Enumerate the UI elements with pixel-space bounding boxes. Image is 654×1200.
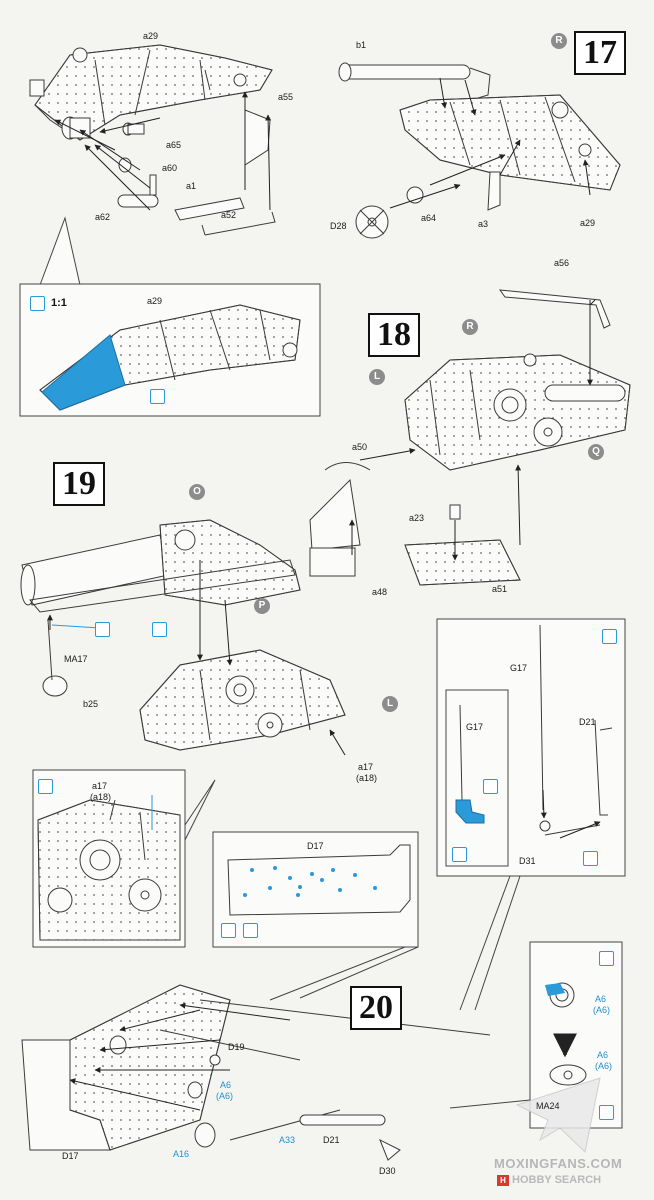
paint-brush-icon-D17 [221, 923, 236, 938]
step20-shield [21, 984, 231, 1151]
G17-rod [459, 624, 613, 836]
label-a1: a1 [186, 181, 197, 191]
marker-R: R [551, 33, 567, 49]
painted-part-blue [41, 334, 126, 411]
D17-plate [227, 844, 411, 916]
label-MA24: MA24 [536, 1101, 560, 1111]
label-a29-detail: a29 [147, 296, 163, 306]
step17-left-frame [29, 44, 273, 141]
label-a17-detail: a17 [92, 781, 108, 791]
label-G17-inner: G17 [466, 722, 484, 732]
label-a51: a51 [492, 584, 508, 594]
label-D21-20: D21 [323, 1135, 340, 1145]
step18-parts [309, 289, 611, 586]
label-A6b-box: (A6) [593, 1005, 611, 1015]
label-a18-detail: (a18) [90, 792, 112, 802]
label-MA17: MA17 [64, 654, 88, 664]
watermark-site: MOXINGFANS.COM [494, 1156, 623, 1171]
marker-L-19: L [382, 696, 398, 712]
step19-barrel [20, 519, 301, 613]
step-number-19: 19 [53, 462, 105, 506]
marker-L: L [369, 369, 385, 385]
label-a56: a56 [554, 258, 570, 268]
detail-box-G17-inner [445, 689, 509, 867]
label-A6b: (A6) [216, 1091, 234, 1101]
label-a48: a48 [372, 587, 388, 597]
label-a18: (a18) [356, 773, 378, 783]
label-a52: a52 [221, 210, 237, 220]
label-D17: D17 [62, 1151, 79, 1161]
drill-hole-icon [243, 923, 258, 938]
watermark-brand: HOBBY SEARCH [512, 1174, 602, 1186]
step18-arrows [349, 299, 596, 561]
step18-frame [404, 353, 631, 471]
step20-arrows [69, 1002, 291, 1111]
label-A33: A33 [279, 1135, 296, 1145]
watermark-logo [515, 1077, 601, 1153]
step17-left-parts [61, 69, 276, 236]
label-a23: a23 [409, 513, 425, 523]
paint-leader [51, 624, 101, 629]
label-a55: a55 [278, 92, 294, 102]
paint-drop-icon [95, 622, 110, 637]
paint-brush-icon-G17 [602, 629, 617, 644]
label-A6b-box2: (A6) [595, 1061, 613, 1071]
step-number-17: 17 [574, 31, 626, 75]
label-D21: D21 [579, 717, 596, 727]
step17-left-arrows [54, 91, 272, 211]
step-number-18: 18 [368, 313, 420, 357]
label-a60: a60 [162, 163, 178, 173]
callout-pointer [39, 216, 81, 286]
step20-parts [109, 999, 491, 1161]
label-G17: G17 [510, 663, 528, 673]
label-D19: D19 [228, 1042, 245, 1052]
marker-O: O [189, 484, 205, 500]
glue-icon-D21 [583, 851, 598, 866]
watermark-brand-mark: H [497, 1175, 509, 1186]
step17-right-arrows [389, 77, 591, 209]
label-a3: a3 [478, 219, 489, 229]
paint-brush-icon-A6 [599, 951, 614, 966]
label-A6: A6 [220, 1080, 232, 1090]
step19-lower [42, 619, 346, 751]
label-D17-detail: D17 [307, 841, 324, 851]
glue-icon [152, 622, 167, 637]
label-a50: a50 [352, 442, 368, 452]
marker-Q: Q [588, 444, 604, 460]
paint-brush-icon-inner [452, 847, 467, 862]
label-b1: b1 [356, 40, 367, 50]
label-A6-box: A6 [595, 994, 607, 1004]
paint-color-icon [150, 389, 165, 404]
step17-right-parts [338, 62, 501, 239]
paint-color-icon-G17 [483, 779, 498, 794]
scale-ratio: 1:1 [51, 297, 67, 309]
step19-arrows [47, 560, 346, 756]
paint-brush-icon [30, 296, 45, 311]
D17-holes [243, 866, 377, 897]
detail-19-art [37, 799, 181, 941]
label-D30: D30 [379, 1166, 396, 1176]
label-D31: D31 [519, 856, 536, 866]
label-A6-box2: A6 [597, 1050, 609, 1060]
marker-P: P [254, 598, 270, 614]
label-D28: D28 [330, 221, 347, 231]
paint-brush-icon-19 [38, 779, 53, 794]
label-a62: a62 [95, 212, 111, 222]
label-a65: a65 [166, 140, 182, 150]
label-b25: b25 [83, 699, 99, 709]
label-a29: a29 [143, 31, 159, 41]
callout-pointer-19 [174, 779, 216, 841]
paint-brush-icon-A6b [599, 1105, 614, 1120]
label-a29-17: a29 [580, 218, 596, 228]
label-a64: a64 [421, 213, 437, 223]
marker-R-18: R [462, 319, 478, 335]
label-a17: a17 [358, 762, 374, 772]
step-number-20: 20 [350, 986, 402, 1030]
label-A16: A16 [173, 1149, 190, 1159]
step17-right-frame [399, 94, 621, 191]
